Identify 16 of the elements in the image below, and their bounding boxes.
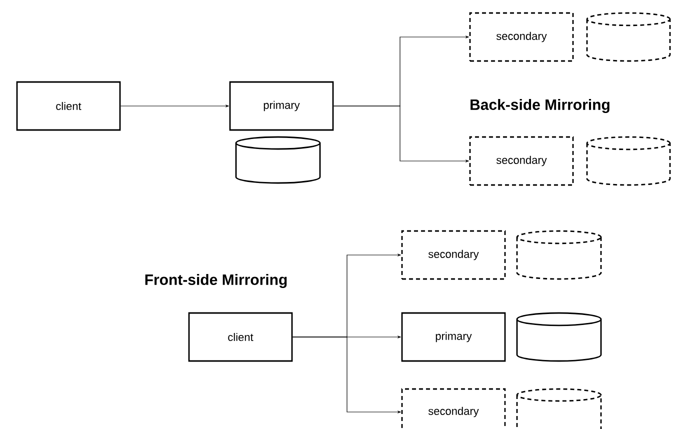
- database-cylinder: [516, 388, 602, 429]
- database-cylinder: [516, 312, 602, 362]
- database-cylinder: [516, 230, 602, 280]
- process-box: client: [188, 312, 293, 362]
- database-cylinder: [235, 136, 321, 184]
- heading: Back-side Mirroring: [470, 98, 610, 114]
- storage-box: secondary: [469, 12, 574, 62]
- storage-box: secondary: [401, 230, 506, 280]
- process-box: primary: [229, 81, 334, 131]
- storage-box: secondary: [401, 388, 506, 429]
- process-box: client: [16, 81, 121, 131]
- process-box: primary: [401, 312, 506, 362]
- heading: Front-side Mirroring: [145, 274, 287, 288]
- storage-box: secondary: [469, 136, 574, 186]
- database-cylinder: [586, 136, 671, 186]
- database-cylinder: [586, 12, 671, 62]
